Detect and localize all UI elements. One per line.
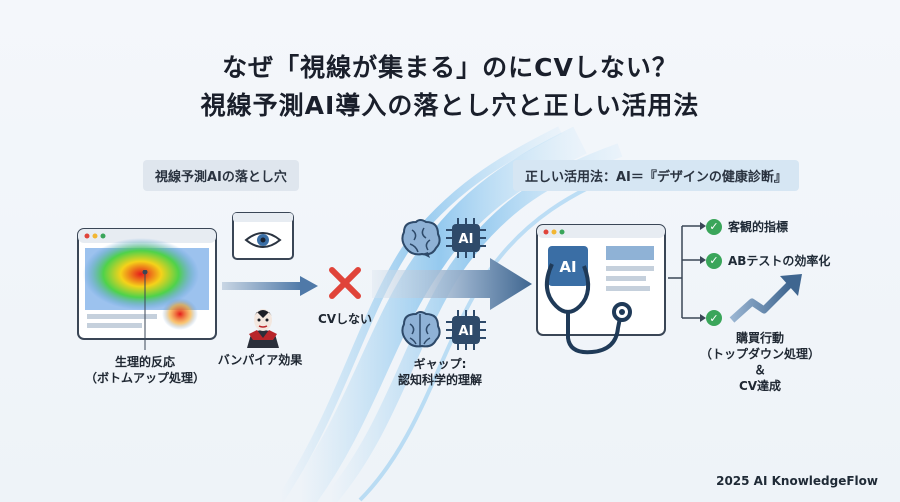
page-title-line-1: なぜ「視線が集まる」のにCVしない？ [222, 53, 678, 82]
vampire-effect-label: バンパイア効果 [217, 353, 303, 367]
benefit-item-objective: ✓ 客観的指標 [706, 218, 788, 235]
left-section-label: 視線予測AIの落とし穴 [143, 160, 299, 191]
eye-window-icon [232, 212, 294, 260]
cv-fail-cross-icon [329, 267, 361, 299]
ai-chip-bottom-text: AI [459, 324, 474, 339]
purchase-label-2: （トップダウン処理） [699, 347, 820, 361]
check-icon: ✓ [706, 310, 722, 326]
benefit-label-objective: 客観的指標 [728, 220, 789, 234]
brain-icon-bottom [401, 311, 441, 348]
heatmap-caption-2: （ボトムアップ処理） [84, 371, 205, 385]
heatmap-caption-pointer [142, 270, 148, 350]
health-check-ai-text: AI [559, 258, 576, 276]
benefit-label-ab-test: ABテストの効率化 [728, 254, 831, 268]
vampire-icon [247, 309, 279, 348]
purchase-label-4: CV達成 [738, 379, 782, 393]
brain-icon-top [401, 219, 441, 258]
stethoscope-icon [544, 263, 632, 355]
middle-flow-arrow [372, 258, 532, 310]
ai-chip-top-text: AI [459, 232, 474, 247]
purchase-label-3: ＆ [753, 363, 766, 377]
page-title-line-2: 視線予測AI導入の落とし穴と正しい活用法 [200, 91, 700, 120]
purchase-label-1: 購買行動 [735, 331, 784, 345]
heatmap-caption-1: 生理的反応 [114, 355, 175, 369]
left-flow-arrow [222, 276, 318, 296]
check-icon: ✓ [706, 252, 722, 269]
footer-credit: 2025 AI KnowledgeFlow [716, 474, 878, 488]
gap-label-2: 認知科学的理解 [397, 373, 482, 387]
cv-fail-label: CVしない [317, 312, 373, 326]
benefit-item-purchase: ✓ [706, 310, 722, 326]
ai-chip-icon-bottom: AI [446, 310, 486, 350]
benefit-item-ab-test: ✓ ABテストの効率化 [706, 252, 830, 269]
gap-label-1: ギャップ: [413, 357, 467, 371]
heatmap-browser-window [77, 228, 217, 340]
ai-chip-icon-top: AI [446, 218, 486, 258]
design-health-check-window: AI [536, 224, 666, 336]
growth-trend-arrow-icon [729, 274, 802, 323]
check-icon: ✓ [706, 218, 722, 235]
benefit-bracket-lines [668, 222, 706, 322]
right-section-label: 正しい活用法：AI＝『デザインの健康診断』 [513, 160, 799, 191]
